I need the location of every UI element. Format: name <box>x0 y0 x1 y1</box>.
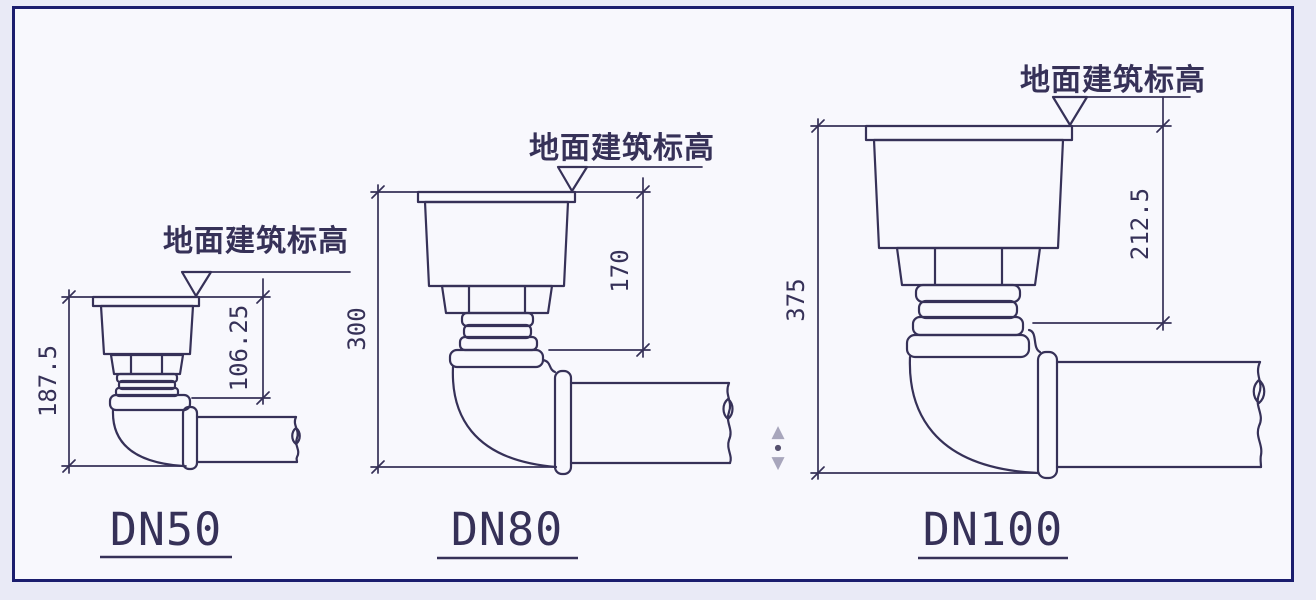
drain-cup-body <box>99 304 195 356</box>
dimension-left: 187.5 <box>34 289 187 474</box>
elbow-body <box>451 365 558 469</box>
spinner-dot-icon: ● <box>774 443 782 452</box>
pipe-break-symbol <box>722 381 734 465</box>
drain-cup-body <box>423 200 570 288</box>
elevation-annotation: 地面建筑标高 <box>529 131 715 165</box>
dim-label-total: 375 <box>782 278 810 321</box>
spinner-up-icon[interactable]: ▲ <box>771 422 785 442</box>
outlet-socket <box>1036 350 1059 480</box>
elbow-collar <box>448 348 545 369</box>
elevation-marker-triangle-icon <box>556 165 589 193</box>
lock-nut <box>440 284 554 315</box>
drain-rim <box>864 124 1074 142</box>
elbow-body <box>908 355 1040 475</box>
drawing-frame <box>12 6 1294 582</box>
drawing-title: DN100 <box>923 503 1063 556</box>
lock-nut <box>895 246 1042 287</box>
elevation-annotation: 地面建筑标高 <box>163 224 349 258</box>
elevation-annotation: 地面建筑标高 <box>1020 63 1206 97</box>
dim-ticks <box>62 290 76 473</box>
dimension-right: 106.25 <box>191 278 271 405</box>
outlet-socket <box>181 405 199 471</box>
elbow-collar <box>108 393 192 412</box>
dim-label-upper: 106.25 <box>225 305 253 392</box>
thread-rings <box>911 283 1025 337</box>
elbow-body <box>111 408 185 468</box>
drain-cup-body <box>872 138 1065 250</box>
dim-ticks <box>1156 119 1170 330</box>
socket-joint <box>1027 328 1042 354</box>
dim-ticks <box>636 185 650 357</box>
drawing-title: DN50 <box>110 503 222 556</box>
drawing-title: DN80 <box>451 503 563 556</box>
outlet-socket <box>553 369 573 476</box>
pipe-break-symbol <box>291 415 301 464</box>
dim-ticks <box>811 119 825 480</box>
dim-label-upper: 170 <box>606 249 634 292</box>
dim-label-total: 187.5 <box>34 345 62 417</box>
dim-ticks <box>371 185 385 474</box>
pipe-break-symbol <box>1252 360 1266 469</box>
lock-nut <box>109 353 185 376</box>
drain-rim <box>91 295 201 308</box>
dimension-right: 212.5 <box>1032 96 1172 331</box>
thread-rings <box>114 372 180 398</box>
spinner-widget: ▲ ● ▼ <box>756 424 800 472</box>
elevation-marker-triangle-icon <box>180 270 213 298</box>
dimension-right: 170 <box>548 177 651 358</box>
elbow-collar <box>905 333 1031 359</box>
drain-rim <box>416 190 577 204</box>
drawing-dn80: 地面建筑标高 300 <box>343 131 734 560</box>
spinner-down-icon[interactable]: ▼ <box>771 453 785 473</box>
socket-joint <box>541 358 557 374</box>
dimension-left: 375 <box>782 118 1040 480</box>
drawing-dn50: 地面建筑标高 187.5 <box>34 224 351 559</box>
dimension-left: 300 <box>343 184 557 474</box>
elevation-marker-triangle-icon <box>1051 95 1089 127</box>
dim-ticks <box>256 290 270 405</box>
dim-label-total: 300 <box>343 307 371 350</box>
drawing-dn100: 地面建筑标高 375 <box>782 63 1266 560</box>
thread-rings <box>458 311 539 352</box>
dim-label-upper: 212.5 <box>1126 188 1154 260</box>
